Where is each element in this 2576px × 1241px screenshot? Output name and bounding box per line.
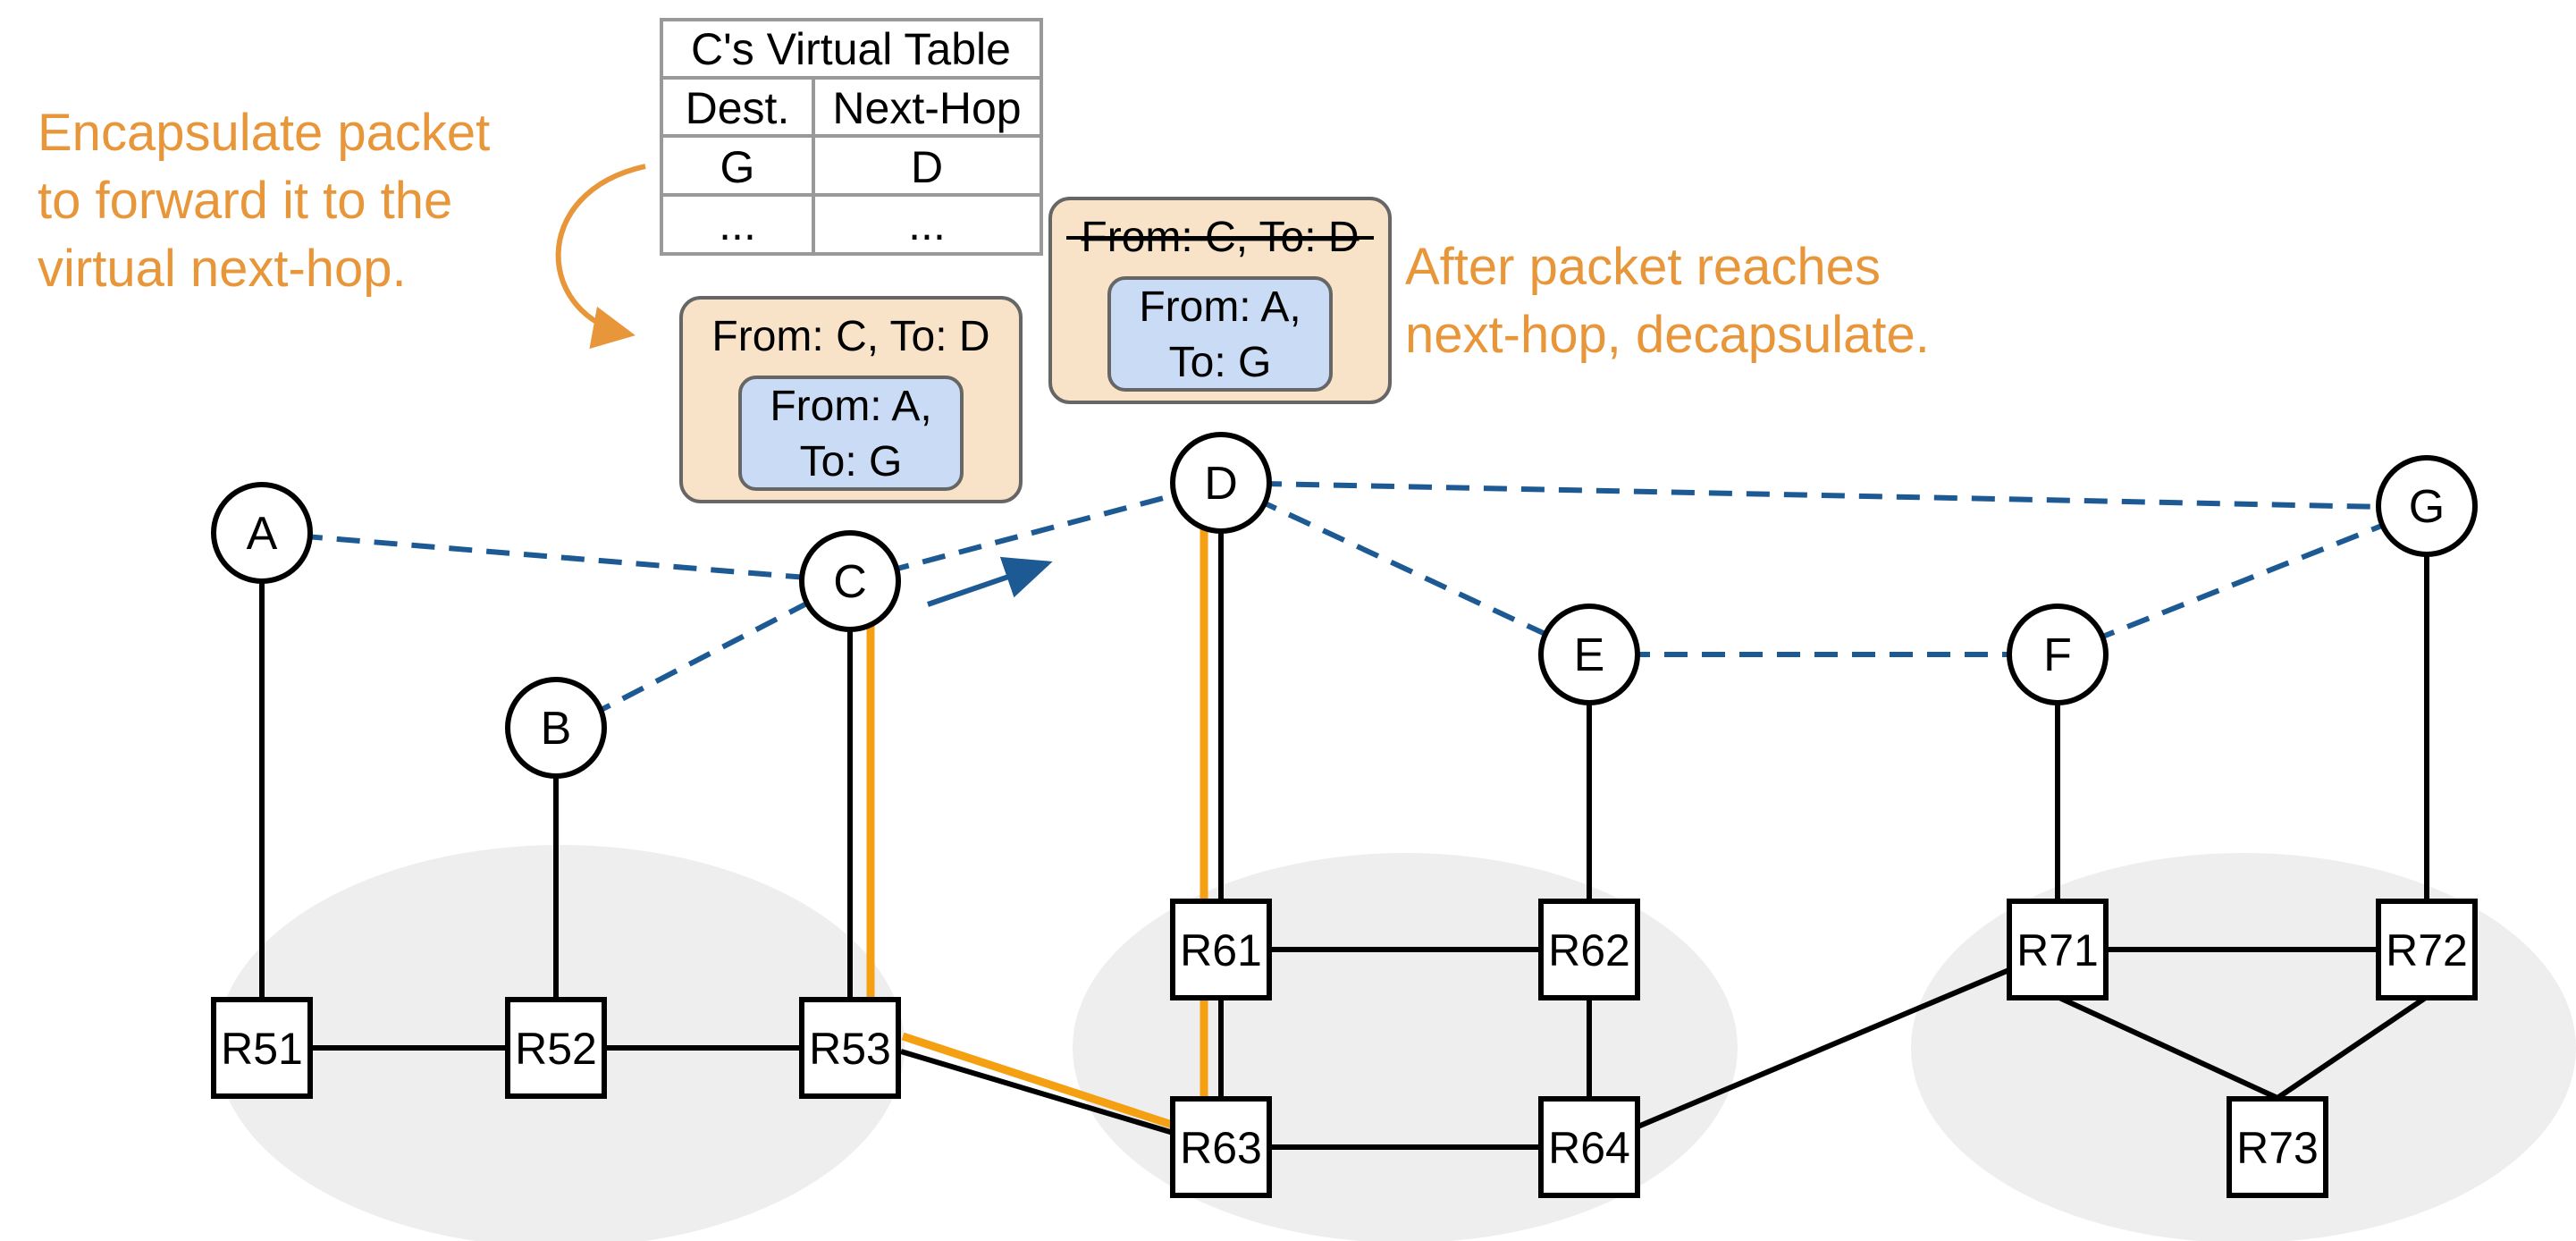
node-f-label: F — [2043, 629, 2072, 681]
router-r61: R61 — [1170, 899, 1272, 1000]
encapsulate-annotation-line: virtual next-hop. — [38, 240, 407, 298]
decapsulate-annotation: After packet reaches next-hop, decapsula… — [1405, 238, 1930, 364]
node-a-label: A — [247, 508, 278, 560]
router-r73-label: R73 — [2236, 1123, 2319, 1173]
router-r62: R62 — [1538, 899, 1640, 1000]
router-r51-label: R51 — [221, 1024, 303, 1074]
virtual-table-cell: G — [720, 142, 755, 192]
outer-header: From: C, To: D — [711, 313, 989, 360]
router-r71-label: R71 — [2016, 925, 2099, 975]
router-r64: R64 — [1538, 1096, 1640, 1198]
decapsulate-annotation-line: After packet reaches — [1405, 238, 1881, 296]
router-r52: R52 — [505, 997, 607, 1099]
virtual-table: C's Virtual Table Dest. Next-Hop G D ...… — [660, 18, 1043, 256]
router-r51: R51 — [211, 997, 313, 1099]
router-r61-label: R61 — [1180, 925, 1262, 975]
virtual-table-cell: ... — [719, 199, 756, 249]
virtual-table-cell: ... — [908, 199, 946, 249]
router-r52-label: R52 — [515, 1024, 597, 1074]
node-c-label: C — [833, 556, 867, 608]
node-b-label: B — [541, 703, 572, 755]
node-g-label: G — [2409, 481, 2445, 533]
router-r63: R63 — [1170, 1096, 1272, 1198]
inner-header-line: From: A, — [1139, 283, 1301, 331]
node-b: B — [505, 677, 607, 779]
node-e-label: E — [1574, 629, 1605, 681]
router-r53-label: R53 — [809, 1024, 891, 1074]
encapsulate-annotation-line: to forward it to the — [38, 172, 452, 230]
packet-path — [866, 483, 1217, 1146]
node-a: A — [211, 482, 313, 584]
decapsulated-packet: From: C, To: D From: A, To: G — [1048, 197, 1392, 404]
node-c: C — [799, 530, 901, 632]
decapsulate-annotation-line: next-hop, decapsulate. — [1405, 306, 1930, 364]
encapsulate-annotation-line: Encapsulate packet — [38, 104, 490, 162]
node-d: D — [1170, 432, 1272, 534]
encapsulated-packet: From: C, To: D From: A, To: G — [679, 296, 1023, 503]
inner-header-line: To: G — [1169, 339, 1272, 386]
router-r62-label: R62 — [1548, 925, 1630, 975]
router-r73: R73 — [2227, 1096, 2328, 1198]
router-r64-label: R64 — [1548, 1123, 1630, 1173]
inner-header-line: To: G — [800, 438, 903, 485]
node-f: F — [2007, 604, 2109, 705]
virtual-table-title: C's Virtual Table — [691, 24, 1011, 74]
encapsulate-annotation: Encapsulate packet to forward it to the … — [38, 104, 490, 298]
node-g: G — [2376, 455, 2478, 557]
router-r63-label: R63 — [1180, 1123, 1262, 1173]
router-r53: R53 — [799, 997, 901, 1099]
router-r72-label: R72 — [2386, 925, 2468, 975]
virtual-table-header-nexthop: Next-Hop — [832, 83, 1021, 133]
node-e: E — [1538, 604, 1640, 705]
virtual-table-cell: D — [911, 142, 943, 192]
forward-arrow — [927, 556, 1053, 607]
router-r71: R71 — [2007, 899, 2109, 1000]
node-d-label: D — [1204, 458, 1238, 510]
encapsulate-arrow — [555, 164, 646, 350]
virtual-links — [261, 480, 2429, 736]
inner-header-line: From: A, — [770, 383, 931, 430]
virtual-table-header-dest: Dest. — [686, 83, 790, 133]
router-r72: R72 — [2376, 899, 2478, 1000]
